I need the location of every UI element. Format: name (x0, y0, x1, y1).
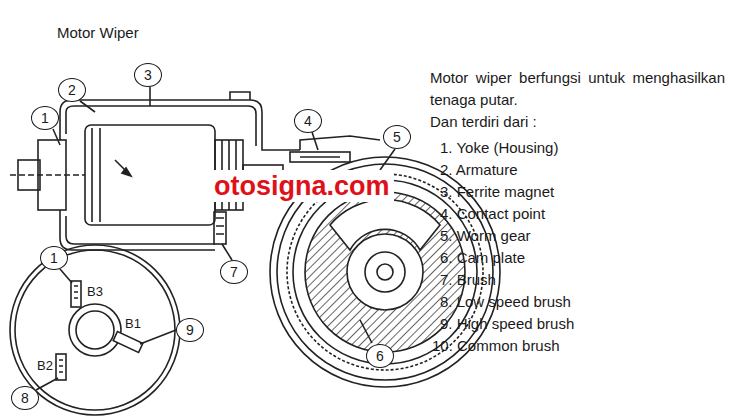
part-list-item: 10. Common brush (432, 335, 560, 357)
callout-circle: 3 (134, 63, 162, 87)
callout-number: 1 (50, 250, 58, 266)
part-list-item: 9. High speed brush (440, 313, 574, 335)
watermark: otosigna.com (210, 170, 394, 202)
callout-number: 8 (21, 390, 29, 406)
callout-circle: 5 (383, 125, 411, 149)
brush-label: B2 (36, 358, 54, 374)
part-list-item: 2. Armature (440, 159, 518, 181)
callout-number: 1 (41, 110, 49, 126)
callout-number: 5 (393, 129, 401, 145)
callout-number: 3 (144, 67, 152, 83)
callout-circle: 8 (11, 386, 39, 410)
part-list-item: 4. Contact point (440, 203, 545, 225)
callout-circle: 2 (58, 78, 86, 102)
part-list-item: 6. Cam plate (440, 247, 525, 269)
description-text: Motor wiper berfungsi untuk menghasilkan… (430, 67, 725, 111)
part-list-item: 8. Low speed brush (440, 291, 571, 313)
callout-number: 4 (304, 113, 312, 129)
callout-circle: 4 (294, 109, 322, 133)
part-list-item: 7. Brush (440, 269, 496, 291)
brush-label: B1 (124, 316, 142, 332)
brush-label: B3 (86, 284, 104, 300)
callout-number: 9 (186, 322, 194, 338)
callout-number: 2 (68, 82, 76, 98)
part-list-item: 3. Ferrite magnet (440, 181, 554, 203)
callout-number: 6 (376, 348, 384, 364)
callout-circle: 7 (220, 260, 248, 284)
description-text: Dan terdiri dari : (430, 111, 537, 133)
callout-number: 7 (230, 264, 238, 280)
callout-circle: 9 (176, 318, 204, 342)
part-list-item: 5. Worm gear (440, 225, 531, 247)
part-list-item: 1. Yoke (Housing) (440, 137, 558, 159)
callout-circle: 1 (40, 246, 68, 270)
diagram-title: Motor Wiper (57, 22, 139, 44)
callout-circle: 1 (31, 106, 59, 130)
callout-circle: 6 (366, 344, 394, 368)
